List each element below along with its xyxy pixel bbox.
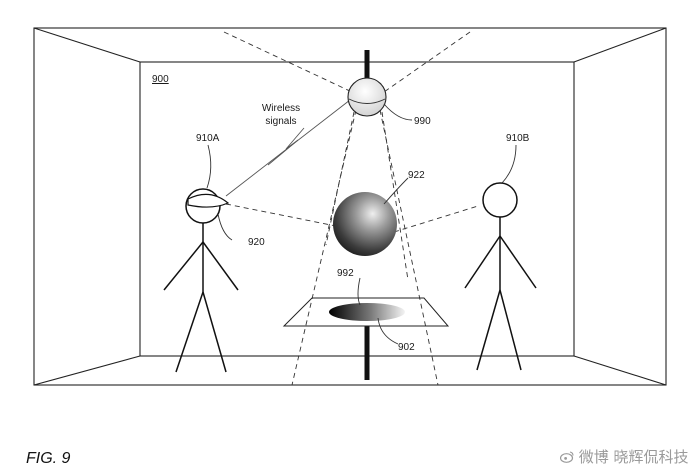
label-922: 922 (408, 170, 425, 181)
weibo-logo-icon (559, 451, 574, 463)
room-back-wall (139, 61, 575, 357)
room-edge-bottom-right (573, 355, 667, 386)
sphere-922 (333, 192, 397, 256)
label-900: 900 (152, 74, 169, 85)
wireless-signal-link (225, 99, 351, 197)
label-910b: 910B (506, 133, 530, 144)
leader-lines (206, 103, 517, 345)
label-wireless-line2: signals (265, 116, 296, 127)
label-920: 920 (248, 237, 265, 248)
platform-902 (282, 297, 450, 327)
label-wireless-line1: Wireless (262, 103, 300, 114)
room-edge-bottom-left (33, 355, 141, 386)
watermark: 微博 晓辉侃科技 (559, 446, 689, 467)
projection-lines (223, 31, 479, 386)
room-edge-top-left (33, 27, 141, 63)
room-edge-top-right (573, 27, 667, 63)
device-990 (347, 77, 387, 117)
headset-920 (187, 193, 230, 208)
room-outer-frame (33, 27, 667, 386)
watermark-text: 微博 晓辉侃科技 (578, 448, 689, 466)
label-902: 902 (398, 342, 415, 353)
label-910a: 910A (196, 133, 220, 144)
person-910b (464, 182, 537, 371)
figure-caption: FIG. 9 (26, 450, 71, 467)
label-992: 992 (337, 268, 354, 279)
person-910b-head (482, 182, 518, 218)
shadow-992 (329, 303, 405, 321)
person-910a (163, 188, 239, 373)
label-990: 990 (414, 116, 431, 127)
room-outline (33, 27, 667, 386)
